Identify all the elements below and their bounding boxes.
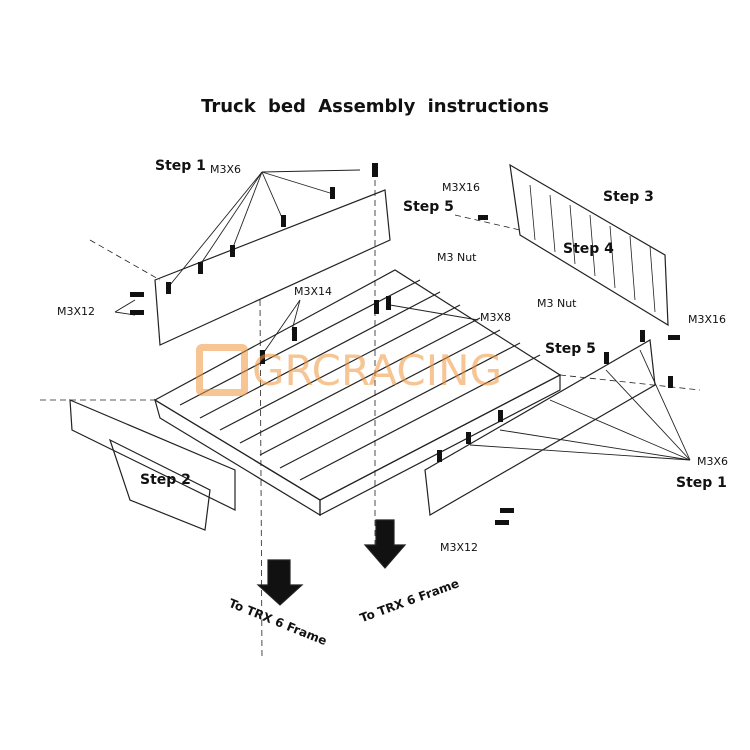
m3x16-right-label: M3X16: [688, 313, 727, 326]
down-arrow-right: [363, 519, 407, 569]
step-5-right-label: Step 5: [545, 341, 596, 357]
step-3-label: Step 3: [603, 189, 654, 205]
m3x6-top-label: M3X6: [210, 163, 242, 176]
alignment-guides: [40, 180, 701, 661]
down-arrow-left: [256, 559, 304, 606]
tailgate: [509, 163, 669, 327]
m3-nut-top-label: M3 Nut: [437, 251, 477, 264]
m3x12-left-label: M3X12: [57, 305, 96, 318]
front-panel-bracket: [108, 438, 211, 531]
m3x8-label: M3X8: [480, 311, 512, 324]
watermark: GRCRACING: [252, 346, 503, 395]
tailgate-ribs: [529, 184, 656, 313]
page-title: Truck bed Assembly instructions: [201, 96, 549, 117]
step-2-label: Step 2: [140, 472, 191, 488]
step-4-label: Step 4: [563, 241, 614, 257]
step-1-top-label: Step 1: [155, 158, 206, 174]
m3x12-bottom-label: M3X12: [440, 541, 479, 554]
watermark-logo: [196, 344, 248, 396]
m3-nut-right-label: M3 Nut: [537, 297, 577, 310]
leader-lines: [114, 169, 691, 461]
step-1-right-label: Step 1: [676, 475, 727, 491]
screws: [130, 163, 680, 525]
m3x16-top-label: M3X16: [442, 181, 481, 194]
bed-floor: [153, 269, 562, 517]
m3x14-label: M3X14: [294, 285, 333, 298]
m3x6-right-label: M3X6: [697, 455, 729, 468]
step-5-top-label: Step 5: [403, 199, 454, 215]
left-side-rail: [154, 189, 391, 346]
